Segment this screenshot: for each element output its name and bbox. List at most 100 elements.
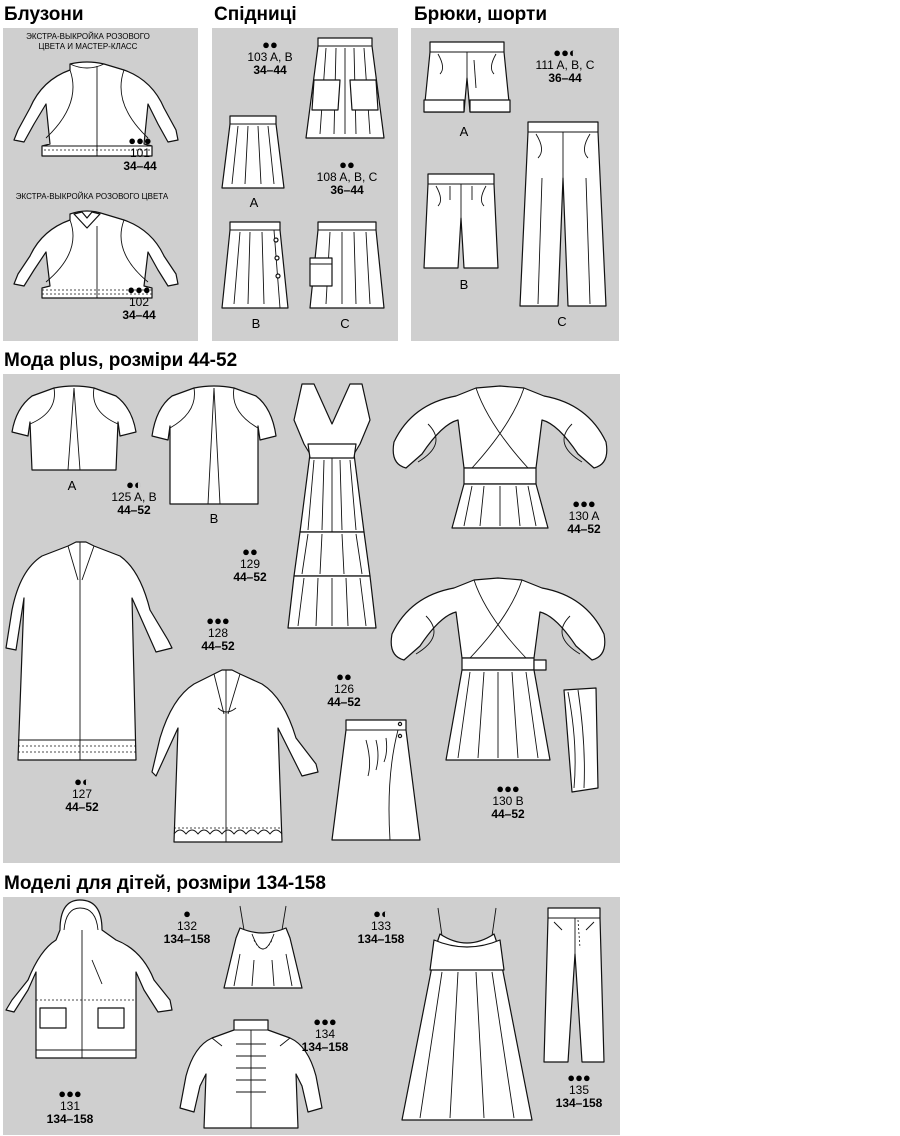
dress-133-illustration <box>401 907 533 1121</box>
variant-letter-c: C <box>557 314 567 329</box>
skirt-103b-illustration <box>305 37 385 139</box>
difficulty-dots: ●● <box>262 37 278 52</box>
skirt-108c-illustration <box>309 221 385 309</box>
difficulty-dots: ●● <box>339 157 355 172</box>
section-title-blouses: Блузони <box>4 4 84 25</box>
model-number: 131 <box>59 1099 81 1113</box>
difficulty-dots: ●● <box>242 544 258 559</box>
model-sizes: 134–158 <box>163 932 211 946</box>
model-label-132: ● 132 134–158 <box>156 907 218 946</box>
model-label-108: ●● 108 A, B, C 36–44 <box>312 158 382 197</box>
shorts-111b-illustration <box>423 173 499 269</box>
model-sizes: 44–52 <box>567 522 601 536</box>
model-sizes: 134–158 <box>555 1096 603 1110</box>
variant-letter-c: C <box>340 316 350 331</box>
model-number: 134 <box>314 1027 336 1041</box>
variant-letter-a: A <box>249 195 259 210</box>
model-label-102: ●●● 102 34–44 <box>108 283 170 322</box>
section-title-plus: Мода plus, розміри 44-52 <box>4 350 238 371</box>
caption-line: ЦВЕТА И МАСТЕР-КЛАСС <box>38 42 138 51</box>
difficulty-dots: ●●● <box>128 133 152 148</box>
model-label-130a: ●●● 130 A 44–52 <box>556 497 612 536</box>
skirt-108b-illustration <box>221 221 289 309</box>
model-sizes: 34–44 <box>253 63 287 77</box>
dress-130a-illustration <box>392 385 608 529</box>
model-number: 130 B <box>492 794 524 808</box>
model-label-128: ●●● 128 44–52 <box>188 614 248 653</box>
model-sizes: 44–52 <box>327 695 361 709</box>
difficulty-dots: ●●● <box>58 1086 82 1101</box>
caption-line: ЭКСТРА-ВЫКРОЙКА РОЗОВОГО <box>26 32 150 41</box>
model-number: 128 <box>207 626 229 640</box>
model-label-134: ●●● 134 134–158 <box>294 1015 356 1054</box>
variant-letter-a: A <box>459 124 469 139</box>
model-number: 108 A, B, C <box>316 170 378 184</box>
model-label-127: ●◐ 127 44–52 <box>52 775 112 814</box>
shorts-111a-illustration <box>423 41 511 113</box>
model-number: 133 <box>370 919 392 933</box>
difficulty-dots: ●●◐ <box>553 45 577 60</box>
blouson-101-illustration <box>13 61 179 157</box>
variant-letter-a: A <box>67 478 77 493</box>
skirt-126-illustration <box>331 719 421 841</box>
model-number: 132 <box>176 919 198 933</box>
model-sizes: 44–52 <box>201 639 235 653</box>
model-number: 125 A, B <box>111 490 157 504</box>
model-label-130b: ●●● 130 B 44–52 <box>478 782 538 821</box>
section-title-kids: Моделі для дітей, розміри 134-158 <box>4 873 326 894</box>
dress-130b-illustration <box>390 577 606 761</box>
variant-letter-b: B <box>251 316 261 331</box>
trousers-111c-illustration <box>519 121 607 307</box>
difficulty-dots: ● <box>183 906 191 921</box>
model-number: 129 <box>239 557 261 571</box>
model-sizes: 44–52 <box>65 800 99 814</box>
coat-128-illustration <box>151 669 319 843</box>
model-label-129: ●● 129 44–52 <box>220 545 280 584</box>
model-sizes: 134–158 <box>301 1040 349 1054</box>
dress-129-illustration <box>287 383 377 629</box>
model-number: 111 A, B, C <box>535 58 595 72</box>
section-title-skirts: Спідниці <box>214 4 297 25</box>
jacket-125b-illustration <box>151 385 277 505</box>
difficulty-dots: ●●● <box>567 1070 591 1085</box>
model-label-133: ●◐ 133 134–158 <box>348 907 414 946</box>
difficulty-dots: ●●● <box>496 781 520 796</box>
caption-extra-masterclass: ЭКСТРА-ВЫКРОЙКА РОЗОВОГО ЦВЕТА И МАСТЕР-… <box>6 32 170 52</box>
difficulty-dots: ●●● <box>572 496 596 511</box>
model-number: 130 A <box>568 509 600 523</box>
difficulty-dots: ●●● <box>313 1014 337 1029</box>
model-label-103: ●● 103 A, B 34–44 <box>240 38 300 77</box>
model-label-135: ●●● 135 134–158 <box>548 1071 610 1110</box>
difficulty-dots: ●◐ <box>126 477 142 492</box>
model-label-126: ●● 126 44–52 <box>314 670 374 709</box>
belt-130b-illustration <box>563 687 599 793</box>
model-number: 101 <box>129 146 151 160</box>
model-sizes: 44–52 <box>491 807 525 821</box>
blouson-102-illustration <box>13 210 179 299</box>
model-label-125: ●◐ 125 A, B 44–52 <box>104 478 164 517</box>
difficulty-dots: ●◐ <box>74 774 90 789</box>
model-sizes: 44–52 <box>233 570 267 584</box>
model-sizes: 134–158 <box>46 1112 94 1126</box>
model-number: 103 A, B <box>247 50 293 64</box>
model-label-111: ●●◐ 111 A, B, C 36–44 <box>530 46 600 85</box>
skirt-103a-illustration <box>221 115 285 189</box>
trousers-135-illustration <box>543 907 605 1063</box>
section-title-trousers: Брюки, шорти <box>414 4 548 25</box>
model-sizes: 134–158 <box>357 932 405 946</box>
difficulty-dots: ●●● <box>127 282 151 297</box>
model-sizes: 36–44 <box>548 71 582 85</box>
top-132-illustration <box>223 905 303 989</box>
caption-extra-pink: ЭКСТРА-ВЫКРОЙКА РОЗОВОГО ЦВЕТА <box>15 192 169 201</box>
jacket-125a-illustration <box>11 385 137 471</box>
model-sizes: 34–44 <box>123 159 157 173</box>
difficulty-dots: ●● <box>336 669 352 684</box>
variant-letter-b: B <box>209 511 219 526</box>
variant-letter-b: B <box>459 277 469 292</box>
parka-131-illustration <box>5 899 173 1059</box>
model-sizes: 34–44 <box>122 308 156 322</box>
model-number: 127 <box>71 787 93 801</box>
coat-127-illustration <box>5 541 173 761</box>
model-sizes: 36–44 <box>330 183 364 197</box>
difficulty-dots: ●●● <box>206 613 230 628</box>
